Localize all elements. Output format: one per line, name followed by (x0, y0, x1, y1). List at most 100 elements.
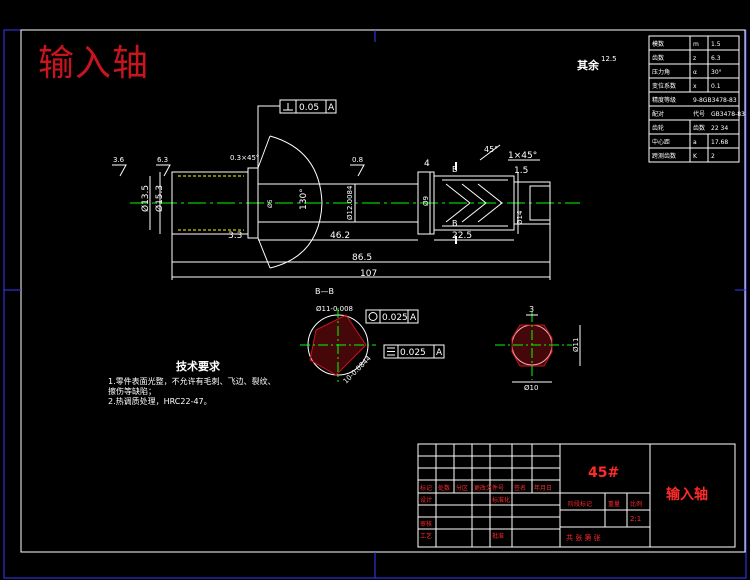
end-bore (529, 185, 551, 221)
param-cell: 0.1 (711, 83, 721, 90)
dim-text-dia153: Ø15.3 (154, 185, 165, 212)
param-cell: 压力角 (652, 68, 670, 76)
role-design: 设计 (420, 496, 432, 504)
col-stage: 阶段标记 (568, 500, 592, 508)
spline-end-view (495, 312, 581, 383)
cut-label-top: B (452, 165, 458, 174)
param-cell: 齿数 (652, 54, 664, 62)
tol-text-sym: 0.025 (400, 348, 426, 358)
outer-frame (3, 29, 747, 579)
tol-text-perp: 0.05 (299, 103, 319, 113)
shoulder (247, 167, 259, 239)
tol-frame-conc (365, 309, 419, 324)
role-approve: 批准 (492, 532, 504, 540)
rough-text-36: 3.6 (113, 156, 125, 164)
param-table-frame (648, 35, 740, 163)
material-text: 45# (588, 465, 619, 481)
sym-symbol (387, 347, 395, 356)
shaft-view (112, 99, 580, 280)
param-table (648, 35, 740, 163)
header-count: 处数 (438, 484, 450, 492)
cone-edge-bottom (257, 237, 271, 269)
title-block-frame (417, 443, 736, 548)
dim-text-dia14: Ø14 (516, 210, 524, 225)
param-cell: GB3478-83 (711, 111, 745, 118)
param-cell: 代号 (693, 110, 705, 118)
tech-req-line-2: 擦伤等缺陷； (108, 387, 156, 396)
param-cell: a (693, 139, 697, 146)
dim-text-33: 3.3 (228, 231, 242, 241)
tech-req-line-3: 2.热调质处理，HRC22-47。 (108, 397, 212, 406)
param-cell: x (693, 83, 697, 90)
tol-text-conc-datum: A (410, 313, 417, 323)
conc-symbol (368, 312, 378, 321)
param-cell: 齿轮 (652, 124, 664, 132)
tol-text-conc: 0.025 (382, 313, 408, 323)
header-sign: 签名 (514, 484, 526, 492)
header-date: 年月日 (534, 484, 552, 492)
param-cell: 变位系数 (652, 82, 676, 90)
tech-req-line-1: 1.零件表面光整，不允许有毛刺、飞边、裂纹、 (108, 377, 276, 386)
dim-text-chamfer2: 0.3×45° (230, 154, 259, 162)
dim-text-dia135: Ø13.5 (140, 185, 151, 212)
rough-text-08: 0.8 (352, 156, 363, 164)
col-scale: 比例 (630, 500, 642, 508)
role-review: 审核 (420, 520, 432, 528)
param-cell: 精度等级 (652, 96, 676, 104)
sheets-text: 共 张 第 张 (566, 533, 601, 542)
surface-roughness-label: 其余 (577, 59, 599, 72)
spline-text-w: 3 (529, 305, 534, 314)
dim-text-4: 4 (424, 159, 430, 169)
param-cell: K (693, 153, 698, 160)
tol-text-datum: A (328, 103, 335, 113)
param-cell: 模数 (652, 40, 664, 48)
param-cell: 配对 (652, 110, 664, 118)
section-text-dia: Ø11-0.008 (316, 305, 353, 313)
dim-text-angle130: 130° (299, 188, 309, 210)
section-title: B—B (315, 287, 334, 296)
inner-frame (20, 29, 746, 553)
param-cell: 齿数 (693, 124, 705, 132)
dim-text-angle45: 45° (484, 145, 498, 154)
dim-text-total: 107 (360, 269, 377, 279)
scale-text: 2:1 (630, 515, 641, 523)
param-cell: z (693, 55, 696, 62)
tol-leader-perp (257, 105, 280, 168)
param-cell: 30° (711, 69, 722, 76)
param-cell: 22 34 (711, 125, 728, 132)
param-cell: 跨测齿数 (652, 152, 676, 160)
angle-leader (479, 144, 501, 161)
part-name-text: 输入轴 (666, 486, 708, 503)
param-cell: 中心距 (652, 138, 670, 146)
header-zone: 分区 (456, 484, 468, 492)
role-process: 工艺 (420, 532, 432, 540)
dim-text-dia12: Ø12.0084 (346, 185, 354, 220)
header-docno: 更改文件号 (474, 484, 504, 492)
spline-text-h: Ø11 (572, 338, 580, 352)
roughness-marks (112, 164, 365, 177)
param-cell: m (693, 41, 699, 48)
dim-text-dia5: Ø5 (267, 199, 274, 208)
col-weight: 重量 (608, 500, 620, 508)
param-cell: 2 (711, 153, 715, 160)
header-mark: 标记 (420, 484, 432, 492)
title-block-outer (417, 443, 736, 548)
role-standard: 标准化 (492, 496, 510, 504)
spline-text-d: Ø10 (524, 384, 538, 392)
param-cell: 17.68 (711, 139, 728, 146)
spline-teeth (442, 179, 508, 227)
cone-edge-top (257, 135, 271, 169)
cut-label-bottom: B (452, 219, 458, 228)
dim-text-chamfer1: 1×45° (508, 151, 537, 161)
watermark-title: 输入轴 (38, 43, 150, 84)
dim-text-15: 1.5 (514, 166, 528, 176)
perp-symbol (283, 103, 293, 111)
param-cell: 1.5 (711, 41, 721, 48)
title-block-text: 45# 输入轴 2:1 共 张 第 张 标记 处数 分区 更改文件号 签名 年月… (420, 465, 708, 542)
dim-text-86: 86.5 (352, 253, 372, 263)
surface-roughness-value: 12.5 (601, 55, 617, 63)
param-cell: α (693, 69, 697, 76)
cone-arc (269, 135, 323, 269)
